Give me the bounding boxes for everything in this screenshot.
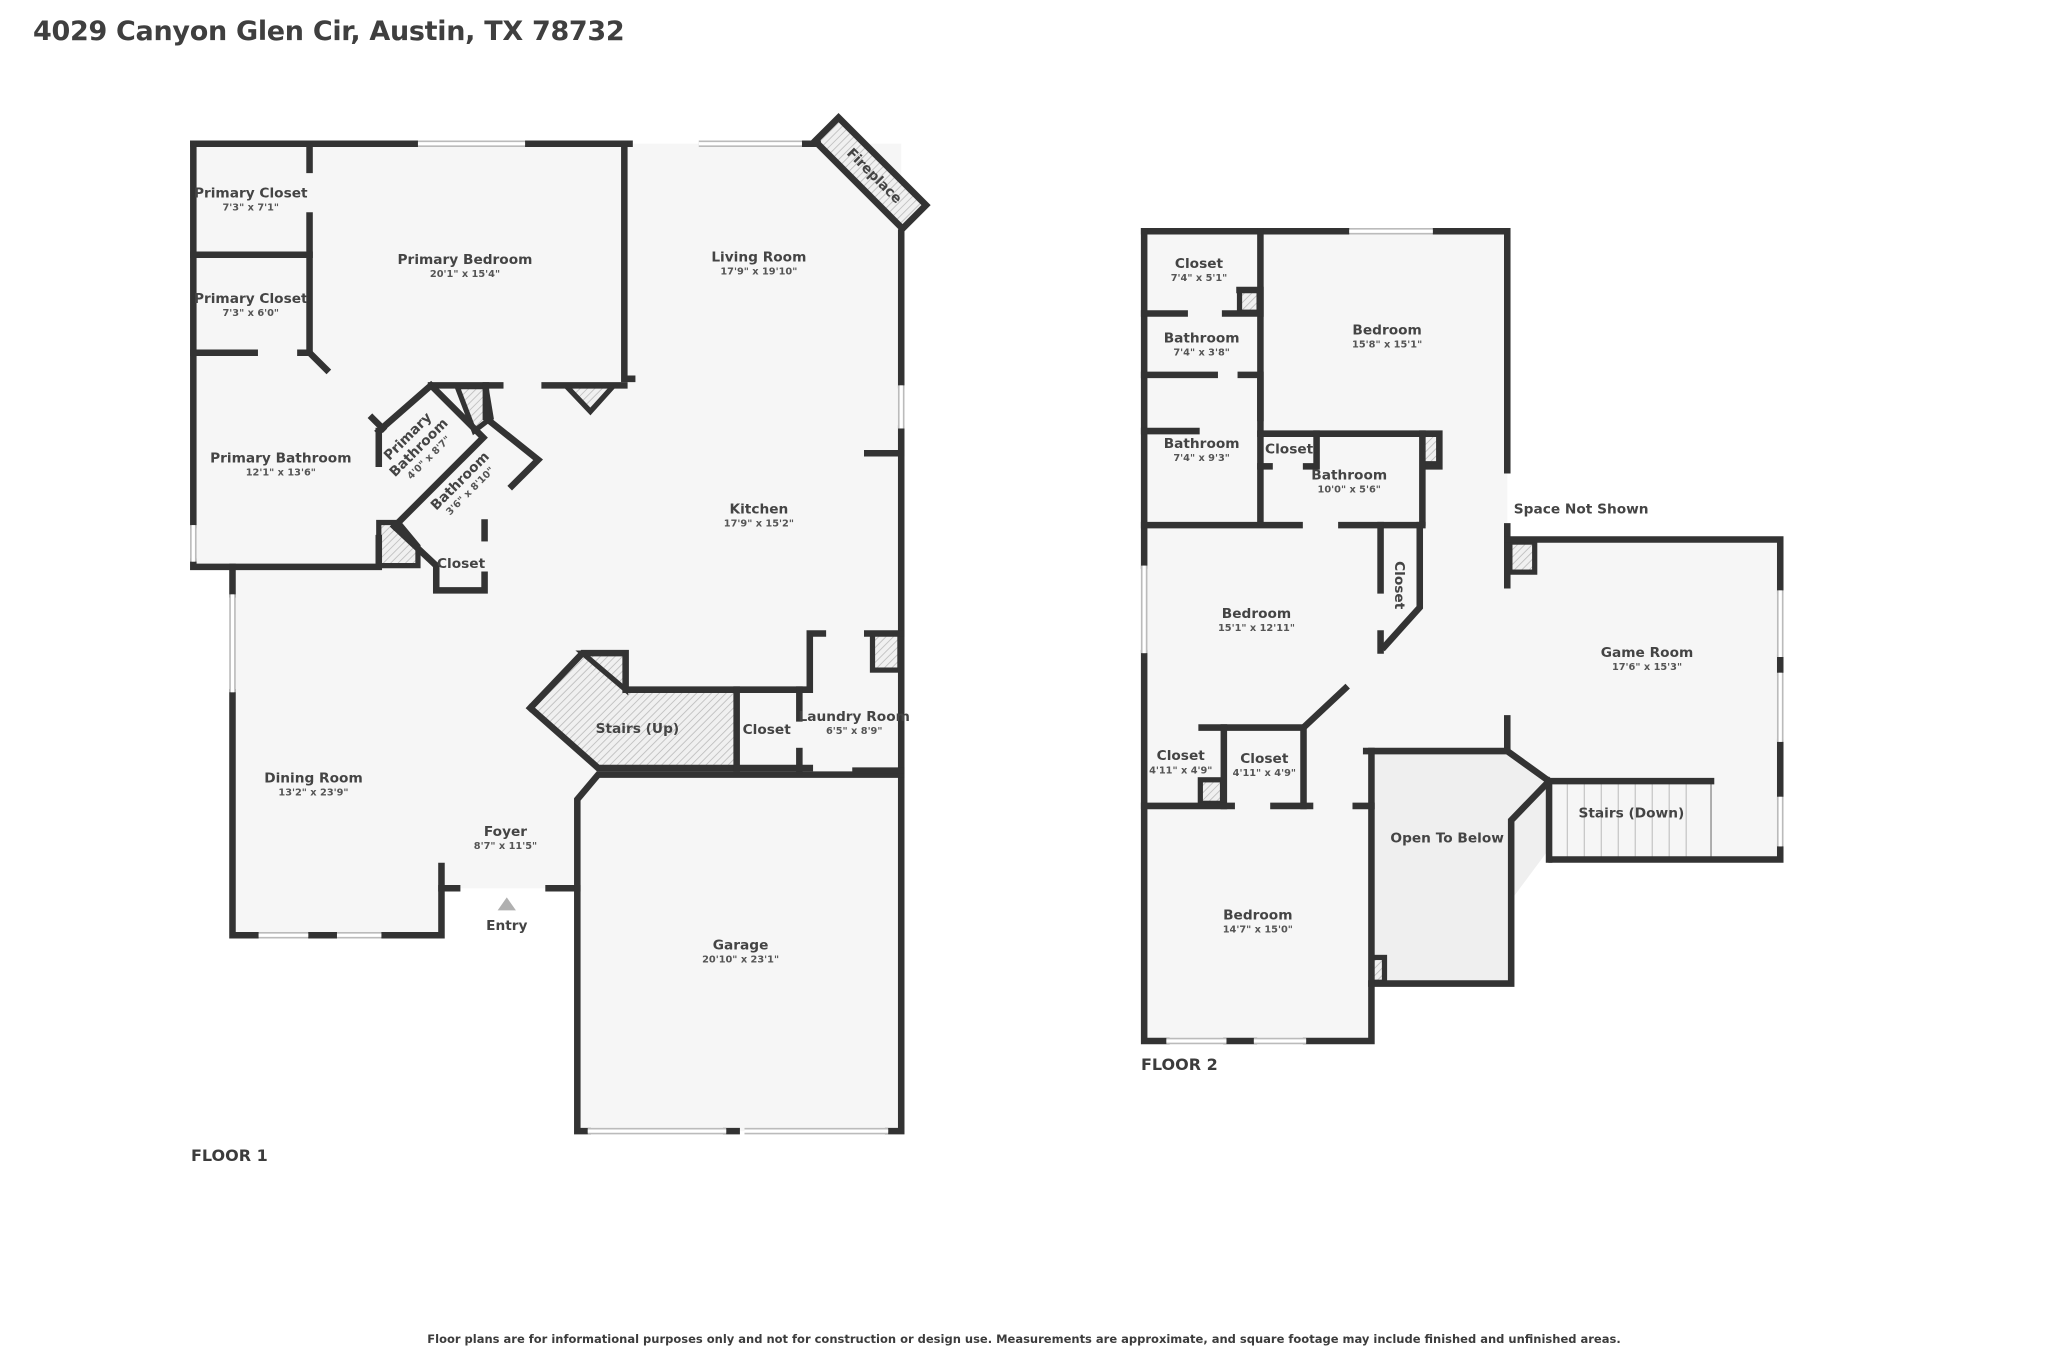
- open-to-below-label: Open To Below: [1390, 831, 1504, 847]
- entry-arrow-icon: [497, 897, 516, 911]
- floor-1-plan: Primary Closet 7'3" x 7'1" Primary Close…: [190, 112, 931, 1135]
- room-f2-bedroom-1-dims: 15'8" x 15'1": [1352, 339, 1422, 350]
- stairs-down-area: [1551, 781, 1712, 860]
- room-primary-closet-1-name: Primary Closet: [194, 185, 308, 201]
- room-primary-bedroom-name: Primary Bedroom: [398, 252, 533, 268]
- room-garage-name: Garage: [713, 938, 769, 954]
- room-primary-closet-2-name: Primary Closet: [194, 291, 308, 307]
- room-foyer-name: Foyer: [484, 824, 527, 840]
- room-kitchen-dims: 17'9" x 15'2": [724, 518, 794, 529]
- room-closet-small-name: Closet: [437, 556, 486, 572]
- room-f2-bedroom-1-name: Bedroom: [1352, 322, 1421, 338]
- room-f2-closet-mid-name: Closet: [1265, 441, 1314, 457]
- room-primary-bedroom-dims: 20'1" x 15'4": [430, 269, 500, 280]
- room-f2-bathroom-1-name: Bathroom: [1164, 330, 1240, 346]
- room-f2-bedroom-2-name: Bedroom: [1222, 606, 1291, 622]
- open-to-below-area: [1371, 751, 1550, 984]
- room-dining-room-dims: 13'2" x 23'9": [278, 787, 348, 798]
- room-kitchen-name: Kitchen: [729, 501, 788, 517]
- stairs-up-hatch: [532, 653, 737, 769]
- room-f2-stairs-down-name: Stairs (Down): [1578, 806, 1684, 822]
- room-f2-closet-b-dims: 4'11" x 4'9": [1233, 768, 1296, 779]
- room-closet-stairs-name: Closet: [743, 722, 792, 738]
- room-f2-closet-b-name: Closet: [1240, 751, 1289, 767]
- room-stairs-up-name: Stairs (Up): [596, 721, 680, 737]
- room-living-room-name: Living Room: [711, 249, 806, 265]
- room-garage-dims: 20'10" x 23'1": [702, 955, 779, 966]
- floor-2-label: FLOOR 2: [1141, 1055, 1218, 1074]
- floor-2-plan: Closet 7'4" x 5'1" Bathroom 7'4" x 3'8" …: [1140, 227, 1784, 1045]
- entry-label: Entry: [486, 918, 527, 934]
- room-dining-room-name: Dining Room: [264, 770, 363, 786]
- room-laundry-room-dims: 6'5" x 8'9": [826, 726, 883, 737]
- room-primary-closet-1-dims: 7'3" x 7'1": [223, 202, 280, 213]
- room-f2-bedroom-2-dims: 15'1" x 12'11": [1218, 623, 1295, 634]
- room-f2-bedroom-3-dims: 14'7" x 15'0": [1223, 925, 1293, 936]
- room-f2-bedroom-3-name: Bedroom: [1223, 908, 1292, 924]
- room-primary-closet-2-dims: 7'3" x 6'0": [223, 308, 280, 319]
- room-living-room-dims: 17'9" x 19'10": [720, 266, 797, 277]
- room-f2-closet-a-dims: 4'11" x 4'9": [1149, 765, 1212, 776]
- room-f2-bathroom-2-name: Bathroom: [1164, 436, 1240, 452]
- property-address-title: 4029 Canyon Glen Cir, Austin, TX 78732: [33, 16, 625, 47]
- room-primary-bathroom-1-dims: 12'1" x 13'6": [246, 467, 316, 478]
- room-foyer-dims: 8'7" x 11'5": [474, 841, 537, 852]
- fireplace-hatch: [810, 112, 931, 234]
- room-f2-bathroom-3-dims: 10'0" x 5'6": [1318, 484, 1381, 495]
- space-not-shown-label: Space Not Shown: [1514, 501, 1649, 517]
- floor-1-label: FLOOR 1: [191, 1146, 268, 1165]
- room-f2-closet-top-name: Closet: [1175, 256, 1224, 272]
- room-f2-bathroom-3-name: Bathroom: [1311, 467, 1387, 483]
- room-f2-closet-vertical-name: Closet: [1391, 561, 1407, 610]
- disclaimer-text: Floor plans are for informational purpos…: [427, 1332, 1621, 1346]
- room-laundry-room-name: Laundry Room: [798, 709, 909, 725]
- room-f2-closet-top-dims: 7'4" x 5'1": [1171, 273, 1228, 284]
- room-f2-bathroom-2-dims: 7'4" x 9'3": [1173, 453, 1230, 464]
- room-primary-bathroom-1-name: Primary Bathroom: [210, 450, 351, 466]
- room-f2-closet-a-name: Closet: [1157, 748, 1206, 764]
- room-f2-game-room-name: Game Room: [1601, 645, 1694, 661]
- room-f2-game-room-dims: 17'6" x 15'3": [1612, 662, 1682, 673]
- room-f2-bathroom-1-dims: 7'4" x 3'8": [1173, 347, 1230, 358]
